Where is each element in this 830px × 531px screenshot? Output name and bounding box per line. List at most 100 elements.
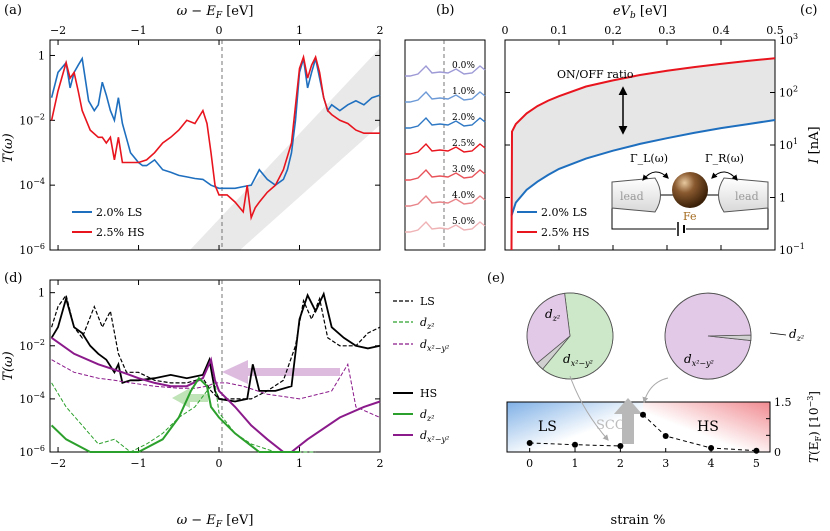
b-curve-3	[405, 142, 486, 155]
strain-label-sco: SCO	[596, 418, 626, 433]
panel-a-ylabel: T(ω)	[1, 133, 16, 162]
c-xtick-label: 0.2	[604, 24, 622, 37]
panel-a-curves	[50, 53, 381, 221]
c-series-1	[510, 57, 776, 251]
c-xtick-label: 0.3	[658, 24, 676, 37]
panel-label-e: (e)	[487, 271, 505, 286]
c-xtick-label: 0	[502, 24, 509, 37]
a-ytick-label: 1	[38, 49, 45, 62]
d-ls-total	[51, 293, 381, 400]
panel-d-curves	[50, 291, 381, 453]
panel-d-shift-arrow-purple	[222, 360, 340, 384]
d-ls-dx2y2	[51, 359, 381, 418]
legend-c-hs: 2.5% HS	[541, 226, 590, 239]
e-ytick-label: 0	[774, 446, 781, 459]
inset-fe-atom	[672, 172, 708, 208]
b-label-4: 3.0%	[452, 165, 475, 175]
b-label-6: 5.0%	[452, 217, 475, 227]
a-xtick-label: −1	[130, 24, 146, 37]
panel-c-onoff-area	[511, 58, 775, 251]
panel-c-annotation: ON/OFF ratio	[557, 68, 634, 81]
pie2-label-dz2: dz²	[789, 327, 804, 343]
panel-e-ylabel: T(EF) [10−3]	[806, 391, 823, 463]
a-xtick-label: 0	[216, 24, 223, 37]
d-hs-dx2y2	[51, 336, 381, 453]
a-series-0	[50, 56, 381, 190]
legend-c-ls: 2.0% LS	[541, 206, 587, 219]
panel-e-xlabel: strain %	[611, 513, 666, 528]
c-series-0	[510, 119, 776, 217]
e-point	[662, 433, 669, 439]
e-xtick-label: 3	[662, 457, 669, 470]
sco-arrow	[614, 398, 642, 444]
a-xtick-label: 1	[296, 24, 303, 37]
panel-e-scatter	[526, 411, 760, 454]
a-ytick-label: 10−2	[19, 112, 45, 127]
panel-b: 0.0%1.0%2.0%2.5%3.0%4.0%5.0%	[404, 39, 486, 251]
panel-c-ylabel: I [nA]	[807, 126, 822, 164]
legend-a-hs: 2.5% HS	[96, 226, 145, 239]
e-point	[640, 411, 646, 418]
c-xtick-label: 0.5	[766, 24, 784, 37]
b-curve-2	[405, 116, 486, 129]
pie2-pointer	[642, 377, 669, 404]
panel-label-d: (d)	[4, 271, 22, 286]
c-ytick-label: 1	[779, 192, 786, 205]
a-xtick-label: 2	[377, 24, 384, 37]
e-xtick-label: 2	[617, 457, 624, 470]
c-ytick-label: 10−1	[779, 242, 805, 257]
panel-c-top-xlabel: eVb [eV]	[613, 4, 667, 21]
inset-fe-label: Fe	[683, 210, 697, 223]
inset-gamma-right-arrow	[711, 171, 738, 181]
inset-gamma-left: Γ_L(ω)	[630, 152, 668, 165]
e-xtick-label: 0	[526, 457, 533, 470]
panel-label-b: (b)	[436, 3, 454, 18]
c-xtick-label: 0.1	[550, 24, 568, 37]
pie1-outline	[526, 292, 614, 380]
pie1-pointer	[569, 375, 609, 441]
strain-label-ls: LS	[538, 419, 557, 435]
panel-d-legend: LS dz² dx²−y² HS dz² dx²−y²	[393, 295, 449, 444]
a-ytick-label: 10−4	[19, 177, 45, 192]
a-series-1	[50, 53, 380, 221]
panel-d-ylabel: T(ω)	[1, 351, 16, 380]
d-xtick-label: −2	[50, 457, 66, 470]
b-curve-4	[405, 168, 486, 181]
strain-hs-region	[643, 402, 770, 452]
b-label-5: 4.0%	[452, 191, 475, 201]
d-ytick-label: 1	[38, 287, 45, 300]
b-label-1: 1.0%	[452, 87, 475, 97]
panel-a-top-xlabel: ω − EF [eV]	[177, 4, 254, 21]
c-ytick-label: 101	[779, 137, 798, 152]
panel-c-curves	[510, 57, 776, 251]
d-xtick-label: 0	[216, 457, 223, 470]
e-point	[708, 445, 715, 451]
e-dashline-1	[642, 414, 757, 452]
panel-b-frame	[404, 39, 486, 251]
panel-c-inset: lead lead Fe Γ_L(ω) Γ_R(ω)	[611, 152, 769, 236]
strain-frame	[506, 401, 771, 453]
inset-gamma-left-arrow	[642, 171, 669, 181]
legend-d-dx2y2-ls: dx²−y²	[420, 338, 449, 353]
inset-lead-left-label: lead	[620, 190, 644, 203]
b-label-3: 2.5%	[452, 139, 475, 149]
panel-label-c: (c)	[800, 3, 817, 18]
pie2-dz2-pointer	[769, 332, 787, 336]
panel-b-curves: 0.0%1.0%2.0%2.5%3.0%4.0%5.0%	[405, 61, 486, 233]
e-point	[526, 440, 533, 446]
inset-gamma-right: Γ_R(ω)	[705, 152, 744, 165]
b-curve-6	[405, 220, 486, 233]
panel-a-gray-band	[190, 48, 380, 250]
legend-d-ls: LS	[420, 295, 435, 308]
panel-d-frame	[49, 279, 381, 453]
panel-label-a: (a)	[4, 3, 22, 18]
a-xtick-label: −2	[50, 24, 66, 37]
b-curve-5	[405, 194, 486, 207]
legend-d-dz2-hs: dz²	[420, 408, 434, 423]
